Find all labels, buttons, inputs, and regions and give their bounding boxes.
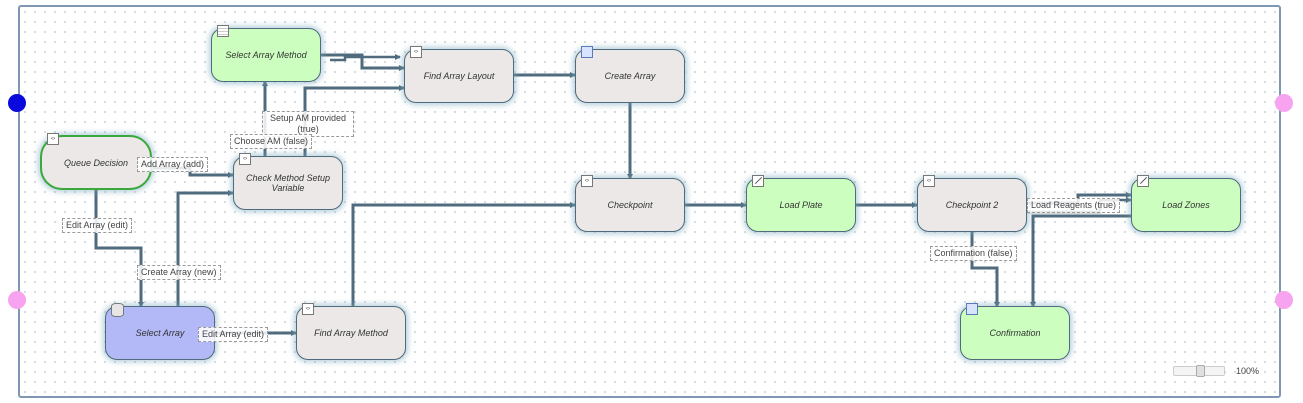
node-checkpoint[interactable]: ‹› Checkpoint <box>575 175 685 232</box>
node-queue-decision[interactable]: ‹› Queue Decision <box>40 133 152 190</box>
zoom-level: 100% <box>1236 366 1260 376</box>
node-label: Select Array <box>135 328 185 338</box>
code-icon: ‹› <box>410 46 422 58</box>
code-icon: ‹› <box>581 175 593 187</box>
node-select-array-method[interactable]: Select Array Method <box>211 25 321 82</box>
node-check-method-setup[interactable]: ‹› Check Method Setup Variable <box>233 153 343 210</box>
node-label: Checkpoint 2 <box>945 200 999 210</box>
edge-label-choose-am[interactable]: Choose AM (false) <box>230 134 313 149</box>
code-icon: ‹› <box>923 175 935 187</box>
node-label: Create Array <box>604 71 656 81</box>
code-icon: ‹› <box>302 303 314 315</box>
edit-icon <box>752 175 764 187</box>
port-right-top[interactable] <box>1275 94 1293 112</box>
edge-label-edit-array-1[interactable]: Edit Array (edit) <box>62 218 133 233</box>
node-label: Select Array Method <box>225 50 307 60</box>
node-label: Find Array Layout <box>423 71 495 81</box>
edge-label-add-array[interactable]: Add Array (add) <box>137 157 209 172</box>
database-icon <box>111 303 124 317</box>
node-load-plate[interactable]: Load Plate <box>746 175 856 232</box>
node-create-array[interactable]: Create Array <box>575 46 685 103</box>
table-icon <box>217 25 229 37</box>
node-confirmation[interactable]: Confirmation <box>960 303 1070 360</box>
code-icon: ‹› <box>239 153 251 165</box>
cube-icon <box>581 46 593 58</box>
node-checkpoint-2[interactable]: ‹› Checkpoint 2 <box>917 175 1027 232</box>
cube-icon <box>966 303 978 315</box>
port-left-top[interactable] <box>8 94 26 112</box>
edge-label-setup-am[interactable]: Setup AM provided (true) <box>262 111 354 137</box>
edge-label-create-array-new[interactable]: Create Array (new) <box>137 265 221 280</box>
zoom-slider[interactable] <box>1173 365 1225 377</box>
code-icon: ‹› <box>47 133 59 145</box>
edge-label-edit-array-2[interactable]: Edit Array (edit) <box>198 327 269 342</box>
node-label: Find Array Method <box>314 328 388 338</box>
edge-label-confirmation-false[interactable]: Confirmation (false) <box>930 246 1017 261</box>
node-label: Check Method Setup Variable <box>245 173 331 193</box>
node-label: Confirmation <box>989 328 1041 338</box>
port-right-bottom[interactable] <box>1275 291 1293 309</box>
node-find-array-layout[interactable]: ‹› Find Array Layout <box>404 46 514 103</box>
node-load-zones[interactable]: Load Zones <box>1131 175 1241 232</box>
node-label: Load Plate <box>779 200 823 210</box>
node-label: Load Zones <box>1162 200 1210 210</box>
node-find-array-method[interactable]: ‹› Find Array Method <box>296 303 406 360</box>
edit-icon <box>1137 175 1149 187</box>
port-left-bottom[interactable] <box>8 291 26 309</box>
edge-label-load-reagents[interactable]: Load Reagents (true) <box>1027 198 1121 213</box>
node-label: Checkpoint <box>607 200 653 210</box>
zoom-slider-handle[interactable] <box>1196 365 1205 377</box>
node-select-array[interactable]: Select Array <box>105 303 215 360</box>
node-label: Queue Decision <box>63 157 129 168</box>
